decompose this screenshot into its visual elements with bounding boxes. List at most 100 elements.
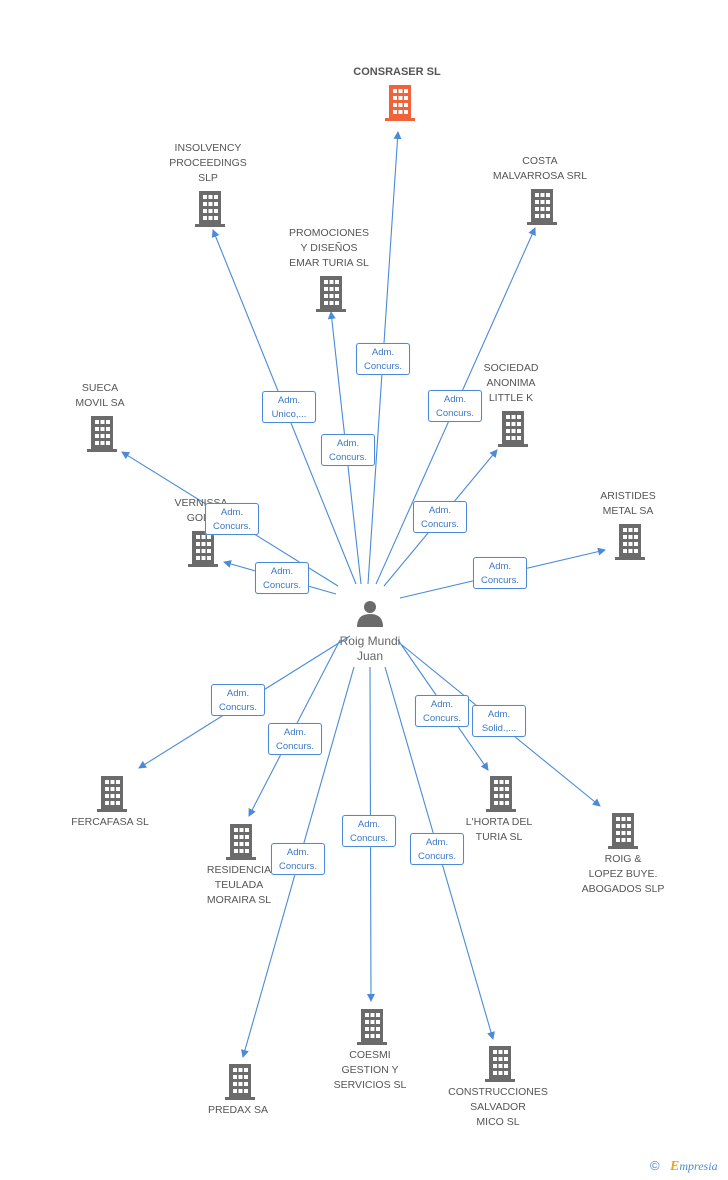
company-label-line: PREDAX SA	[207, 1104, 269, 1116]
role-tag-insolvency[interactable]: Adm. Unico,...	[262, 391, 316, 423]
building-icon[interactable]	[527, 189, 557, 225]
building-icon[interactable]	[97, 776, 127, 812]
brand-rest: mpresia	[679, 1159, 718, 1173]
building-icon[interactable]	[195, 191, 225, 227]
building-icon[interactable]	[87, 416, 117, 452]
company-label-line: Y DISEÑOS	[300, 242, 358, 254]
role-tag-consraser[interactable]: Adm. Concurs.	[356, 343, 410, 375]
role-tag-vernissa[interactable]: Adm.Concurs.	[255, 562, 309, 594]
role-tag-line: Concurs.	[480, 575, 519, 586]
role-tag-line: Adm.	[428, 505, 452, 516]
role-tag-line: Adm.	[425, 837, 449, 848]
company-label-line: SLP	[198, 172, 218, 184]
role-tag-line: Concurs.	[328, 452, 367, 463]
center-person-name[interactable]: Roig Mundi Juan	[325, 634, 415, 664]
building-icon[interactable]	[498, 411, 528, 447]
role-tag-line: Concurs.	[275, 741, 314, 752]
company-label-predax[interactable]: PREDAX SA	[178, 1103, 298, 1118]
company-label-line: GESTION Y	[341, 1064, 399, 1076]
person-icon	[357, 601, 383, 627]
role-tag-residencia[interactable]: Adm. Concurs.	[268, 723, 322, 755]
role-tag-line: Concurs.	[262, 580, 301, 591]
role-tag-fercafasa[interactable]: Adm.Concurs.	[211, 684, 265, 716]
role-tag-line: Concurs.	[422, 713, 461, 724]
company-label-line: PROMOCIONES	[289, 227, 369, 239]
brand-first-letter: E	[670, 1159, 680, 1174]
role-tag-sueca[interactable]: Adm.Concurs.	[205, 503, 259, 535]
building-icon[interactable]	[226, 824, 256, 860]
company-label-line: INSOLVENCY	[174, 142, 242, 154]
company-label-line: SERVICIOS SL	[333, 1079, 407, 1091]
company-label-line: MORAIRA SL	[206, 894, 272, 906]
role-tag-construcciones[interactable]: Adm. Concurs.	[410, 833, 464, 865]
role-tag-line: Adm.	[357, 819, 381, 830]
role-tag-line: Unico,...	[271, 409, 307, 420]
company-label-promociones[interactable]: PROMOCIONES Y DISEÑOS EMAR TURIA SL	[269, 226, 389, 271]
role-tag-sociedad[interactable]: Adm. Concurs.	[413, 501, 467, 533]
company-label-line: TEULADA	[214, 879, 264, 891]
building-icon[interactable]	[357, 1009, 387, 1045]
company-label-line: COSTA	[522, 155, 558, 167]
company-label-line: ROIG &	[604, 853, 642, 865]
brand-logo[interactable]: Empresia	[670, 1159, 718, 1175]
role-tag-line: Concurs.	[349, 833, 388, 844]
role-tag-predax[interactable]: Adm. Concurs.	[271, 843, 325, 875]
company-label-line: MALVARROSA SRL	[492, 170, 588, 182]
role-tag-coesmi[interactable]: Adm. Concurs.	[342, 815, 396, 847]
building-icon[interactable]	[225, 1064, 255, 1100]
company-label-line: ANONIMA	[486, 377, 536, 389]
building-icon[interactable]	[486, 776, 516, 812]
role-tag-line: Adm.	[277, 395, 301, 406]
company-label-line: LOPEZ BUYE.	[588, 868, 658, 880]
company-label-line: MICO SL	[476, 1116, 520, 1128]
company-label-line: ABOGADOS SLP	[581, 883, 665, 895]
company-label-line: EMAR TURIA SL	[289, 257, 369, 269]
role-tag-line: Concurs.	[363, 361, 402, 372]
company-label-fercafasa[interactable]: FERCAFASA SL	[50, 815, 170, 830]
focus-building-icon[interactable]	[385, 85, 415, 121]
role-tag-line: Adm.	[488, 561, 512, 572]
role-tag-line: Concurs.	[420, 519, 459, 530]
company-label-line: SUECA	[81, 382, 119, 394]
company-label-line: SALVADOR	[470, 1101, 526, 1113]
company-label-consraser[interactable]: CONSRASER SL	[337, 65, 457, 80]
role-tag-line: Adm.	[430, 699, 454, 710]
role-tag-line: Adm.	[220, 507, 244, 518]
company-label-lhorta[interactable]: L'HORTA DEL TURIA SL	[439, 815, 559, 845]
copyright-symbol: ©	[650, 1158, 660, 1173]
role-tag-line: Adm.	[283, 727, 307, 738]
role-tag-aristides[interactable]: Adm. Concurs.	[473, 557, 527, 589]
role-tag-promociones[interactable]: Adm.Concurs.	[321, 434, 375, 466]
center-name-line1: Roig Mundi	[339, 634, 401, 648]
company-label-line: FERCAFASA SL	[71, 816, 149, 828]
role-tag-line: Concurs.	[435, 408, 474, 419]
company-label-line: MOVIL SA	[75, 397, 125, 409]
role-tag-line: Concurs.	[278, 861, 317, 872]
building-icon[interactable]	[188, 531, 218, 567]
role-tag-costa[interactable]: Adm.Concurs.	[428, 390, 482, 422]
role-tag-line: Adm.	[371, 347, 395, 358]
company-label-roiglopez[interactable]: ROIG & LOPEZ BUYE. ABOGADOS SLP	[563, 852, 683, 897]
company-label-line: RESIDENCIA	[206, 864, 272, 876]
company-label-sueca[interactable]: SUECA MOVIL SA	[40, 381, 160, 411]
building-icon[interactable]	[316, 276, 346, 312]
center-name-line2: Juan	[356, 649, 384, 663]
building-icon[interactable]	[608, 813, 638, 849]
company-label-residencia[interactable]: RESIDENCIA TEULADA MORAIRA SL	[179, 863, 299, 908]
company-label-costa[interactable]: COSTA MALVARROSA SRL	[480, 154, 600, 184]
building-icon[interactable]	[485, 1046, 515, 1082]
company-label-line: SOCIEDAD	[483, 362, 539, 374]
role-tag-line: Adm.	[286, 847, 310, 858]
company-label-line: METAL SA	[602, 505, 654, 517]
company-label-line: L'HORTA DEL	[465, 816, 533, 828]
company-label-line: TURIA SL	[475, 831, 523, 843]
role-tag-lhorta[interactable]: Adm. Concurs.	[415, 695, 469, 727]
role-tag-line: Concurs.	[417, 851, 456, 862]
building-icon[interactable]	[615, 524, 645, 560]
role-tag-roiglopez[interactable]: Adm.Solid.,...	[472, 705, 526, 737]
